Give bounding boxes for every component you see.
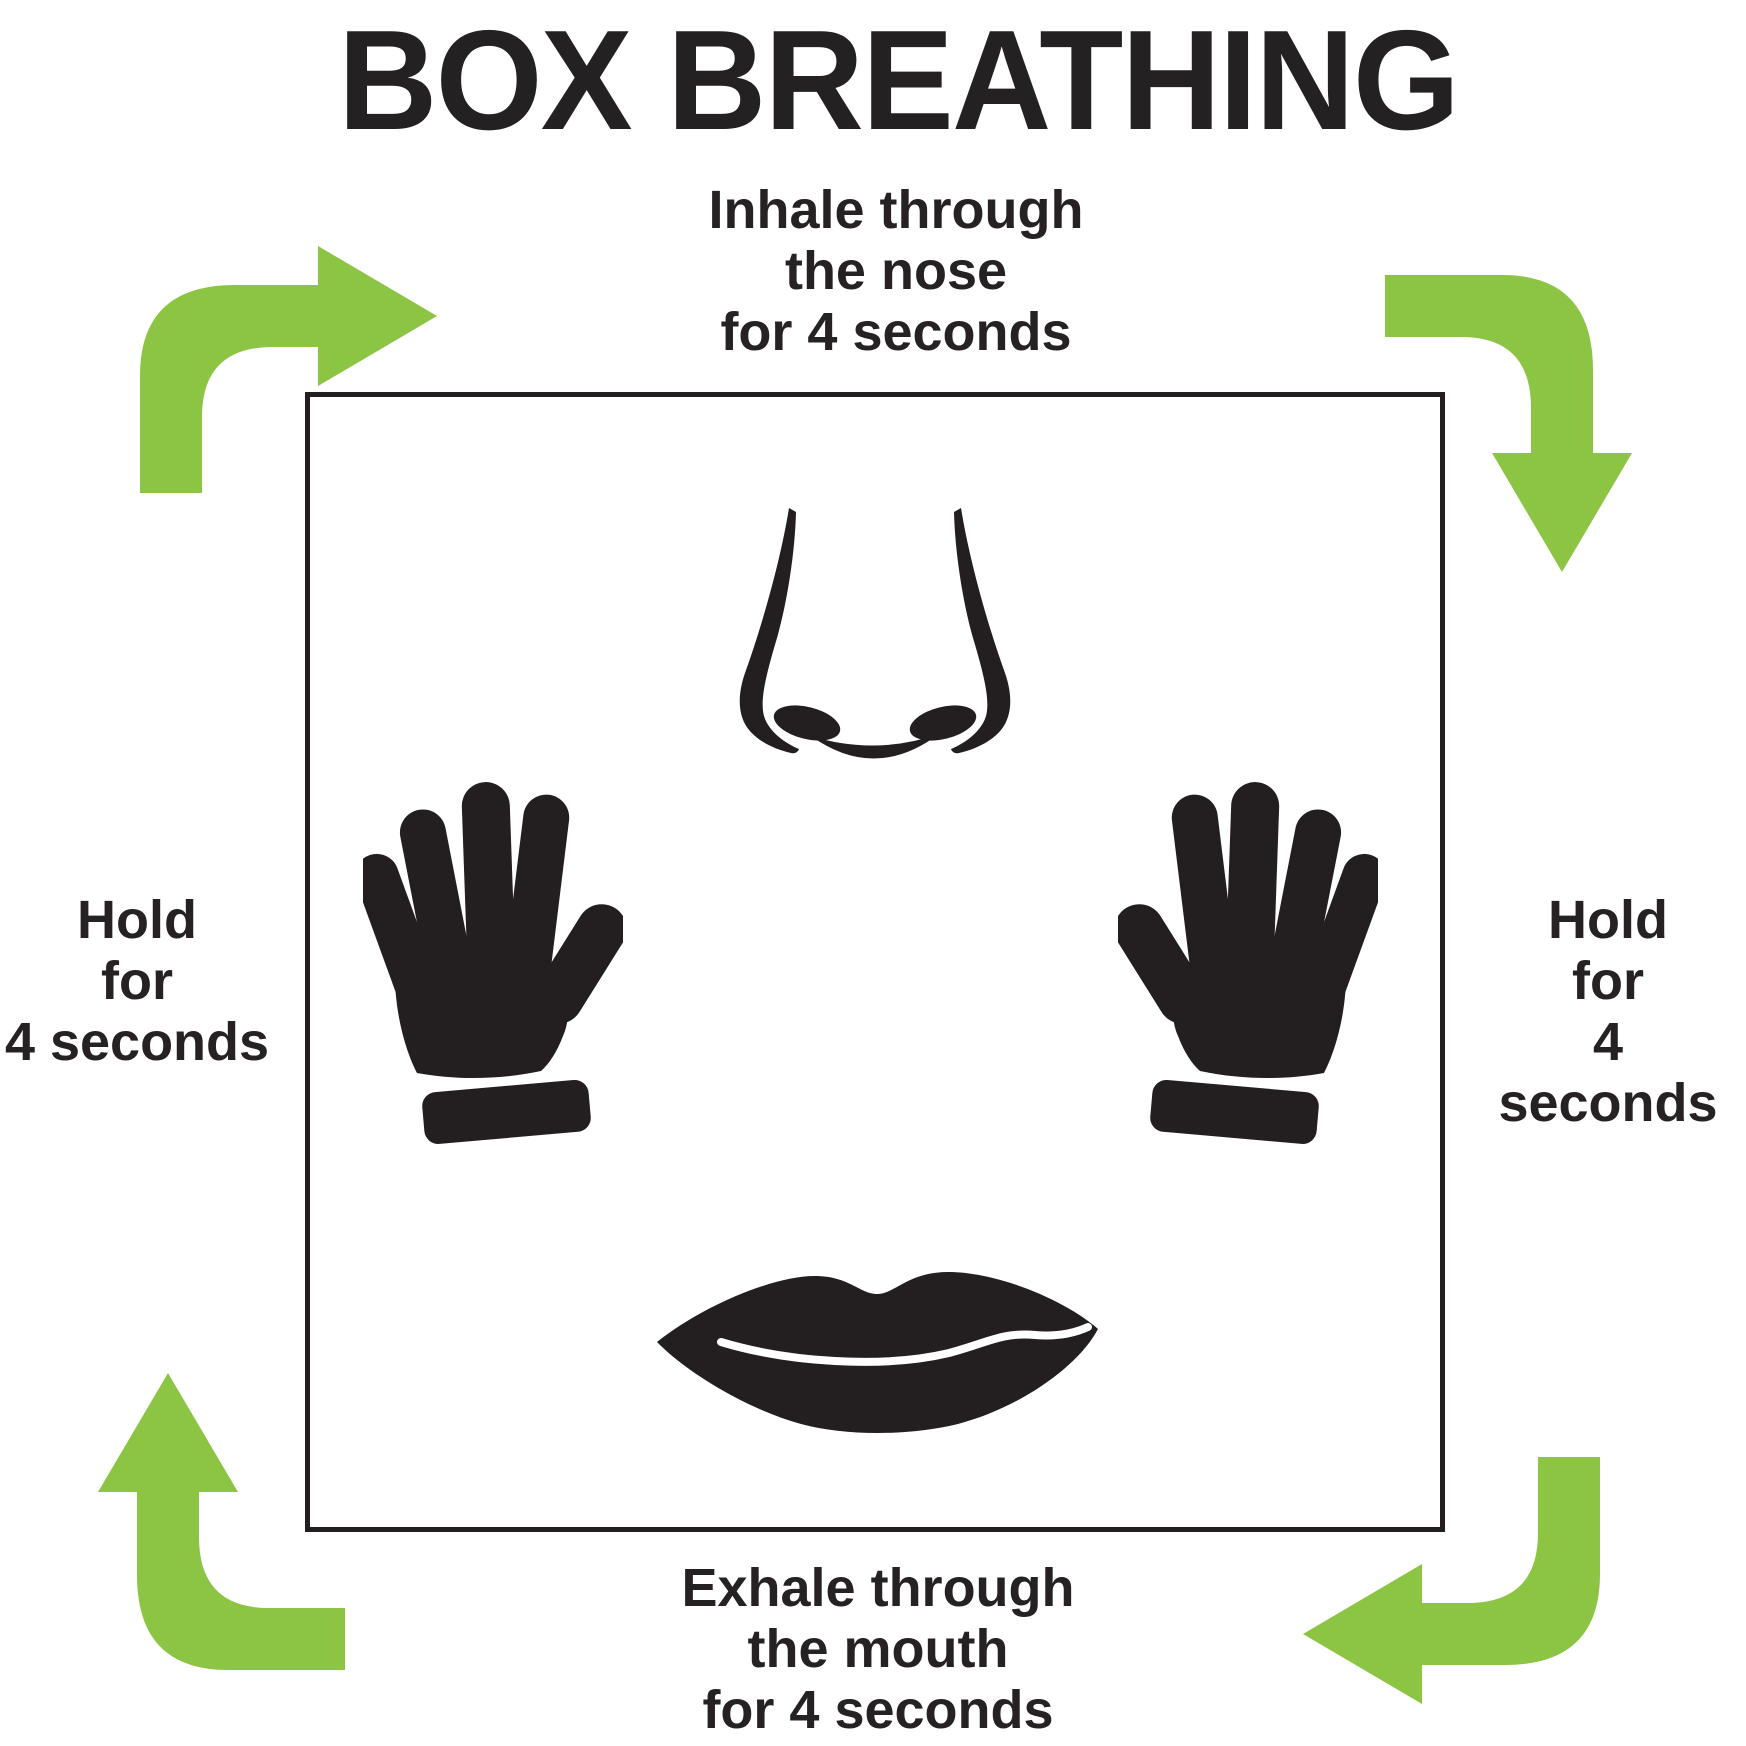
nose-bridge-right xyxy=(951,508,1011,754)
lips-icon xyxy=(657,1272,1098,1433)
page-title: BOX BREATHING xyxy=(337,1,1460,160)
finger-ring xyxy=(1264,809,1342,1012)
nose-icon xyxy=(739,508,1011,759)
nose-bridge-left xyxy=(739,508,799,754)
wrist-cuff xyxy=(1150,1079,1319,1144)
right-hand-icon xyxy=(1118,782,1378,1144)
nostril-right xyxy=(909,705,977,741)
finger-middle xyxy=(461,782,517,1012)
left-hand-icon xyxy=(363,782,623,1144)
arrow-shape xyxy=(98,1373,345,1670)
step-inhale-label: Inhale through the nose for 4 seconds xyxy=(708,180,1084,362)
arrow-shape xyxy=(1385,275,1632,572)
curved-arrow-up-to-right-icon xyxy=(140,246,437,493)
finger-pinky xyxy=(363,853,444,1022)
finger-ring xyxy=(399,809,477,1012)
nose-tip-curve xyxy=(811,734,939,759)
step-exhale-label: Exhale through the mouth for 4 seconds xyxy=(681,1558,1075,1740)
step-hold-right-label: Hold for 4 seconds xyxy=(1498,890,1718,1133)
breathing-box-outline xyxy=(305,392,1445,1532)
finger-pinky xyxy=(1297,853,1378,1022)
mouth-line xyxy=(717,1323,1092,1366)
nostril-left xyxy=(773,705,841,741)
curved-arrow-right-to-down-icon xyxy=(1385,275,1632,572)
lips-shape xyxy=(657,1272,1098,1433)
finger-index xyxy=(1171,794,1239,1009)
palm xyxy=(395,976,568,1079)
curved-arrow-left-to-up-icon xyxy=(98,1373,345,1670)
palm xyxy=(1173,976,1346,1079)
wrist-cuff xyxy=(422,1079,591,1144)
arrow-shape xyxy=(1303,1457,1600,1704)
finger-middle xyxy=(1224,782,1280,1012)
finger-index xyxy=(502,794,570,1009)
curved-arrow-down-to-left-icon xyxy=(1303,1457,1600,1704)
arrow-shape xyxy=(140,246,437,493)
step-hold-left-label: Hold for 4 seconds xyxy=(4,890,270,1072)
